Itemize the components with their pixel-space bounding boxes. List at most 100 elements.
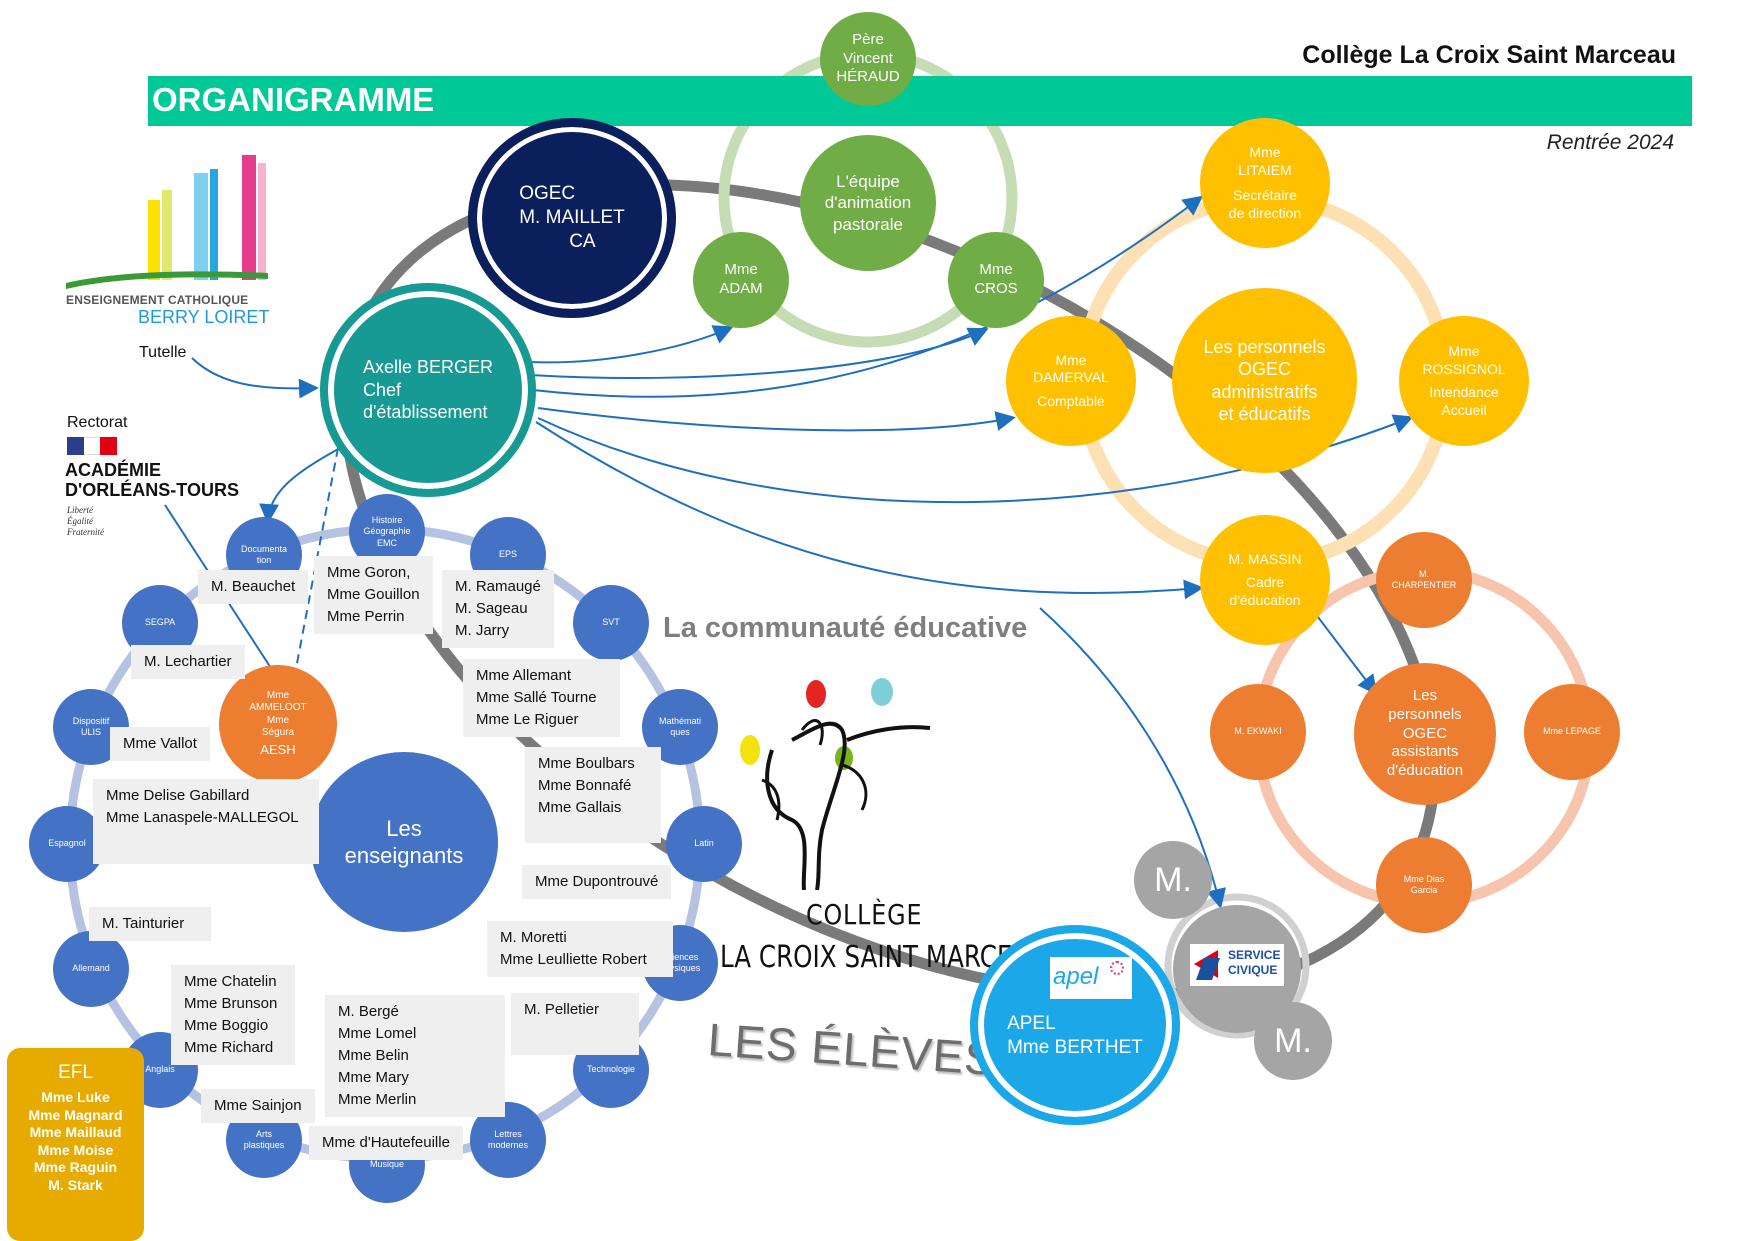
tutelle-label: Tutelle (139, 344, 187, 361)
assistants-line2: personnels (1388, 705, 1462, 723)
charpentier-line2: CHARPENTIER (1391, 580, 1457, 590)
arrow-chef-doc (259, 447, 341, 524)
apel-logo-text: apel (1053, 963, 1099, 990)
service-ring (1164, 893, 1310, 1039)
teacher-lettres-5: Mme Merlin (338, 1091, 417, 1108)
diocese-name: ENSEIGNEMENT CATHOLIQUE (66, 293, 249, 307)
subject-latin-label: Latin (694, 838, 714, 849)
pere-line3: HÉRAUD (836, 68, 900, 86)
teachers-documentation: M. Beauchet (198, 570, 309, 604)
litaiem-line1: Mme (1249, 144, 1281, 160)
m-node-bottom: M. (1254, 1002, 1332, 1080)
flag-blue (67, 437, 84, 455)
teacher-espagnol-2: Mme Lanaspele-MALLEGOL (106, 809, 299, 826)
subject-svt: SVT (573, 585, 649, 661)
assistants-line4: assistants (1391, 743, 1459, 761)
rossignol-text: Mme ROSSIGNOL Intendance Accueil (1422, 343, 1505, 419)
damerval-node: Mme DAMERVAL Comptable (1006, 316, 1136, 446)
subject-eps-label: EPS (498, 549, 517, 560)
teacher-hautefeuille: Mme d'Hautefeuille (322, 1134, 450, 1151)
teacher-histoire-2: Mme Gouillon (327, 586, 420, 603)
subject-arts-line2: plastiques (243, 1140, 285, 1150)
aesh-line4: Ségura (261, 727, 295, 739)
massin-text: M. MASSIN Cadre d'éducation (1228, 551, 1301, 610)
teacher-svt-1: Mme Allemant (476, 667, 572, 684)
subject-espagnol-label: Espagnol (48, 838, 86, 849)
teachers-ulis: Mme Vallot (110, 727, 210, 761)
subject-lettres-line2: modernes (487, 1140, 529, 1150)
massin-node: M. MASSIN Cadre d'éducation (1200, 515, 1330, 645)
teachers-espagnol: Mme Delise Gabillard Mme Lanaspele-MALLE… (93, 779, 319, 864)
subject-histoire-line3: EMC (376, 537, 397, 548)
cros-node: Mme CROS (948, 232, 1044, 328)
arrow-chef-service (1039, 607, 1226, 909)
chef-node: Axelle BERGER Chef d'établissement (320, 283, 536, 497)
teachers-anglais: Mme Chatelin Mme Brunson Mme Boggio Mme … (171, 965, 295, 1065)
chef-role2: d'établissement (362, 402, 488, 423)
enseignants-node: Les enseignants (310, 752, 498, 932)
apel-node: APEL Mme BERTHET apel (970, 925, 1180, 1125)
pastorale-text: L'équipe d'animation pastorale (825, 171, 911, 235)
subject-histoire-line1: Histoire (371, 515, 403, 526)
subject-musique-label: Musique (369, 1159, 405, 1170)
devise-liberte: Liberté (67, 505, 93, 515)
teacher-lettres-2: Mme Lomel (338, 1025, 417, 1042)
efl-name-4: Mme Moise (37, 1141, 114, 1158)
cros-text: Mme CROS (974, 261, 1017, 299)
chef-name: Axelle BERGER (362, 357, 494, 378)
subject-maths-text: Mathémati ques (659, 716, 701, 739)
subject-sciences-line1: Sciences (661, 951, 699, 962)
teacher-lechartier: M. Lechartier (144, 653, 232, 670)
subject-sciences-line2: physiques (659, 963, 701, 973)
teacher-histoire-1: Mme Goron, (327, 564, 411, 581)
teachers-techno: M. Pelletier (511, 993, 639, 1055)
teacher-anglais-2: Mme Brunson (184, 995, 278, 1012)
pere-node: Père Vincent HÉRAUD (820, 12, 916, 106)
teacher-lettres-1: M. Bergé (338, 1003, 399, 1020)
diocese-region: BERRY LOIRET (138, 307, 270, 327)
flag-red (100, 437, 117, 455)
pere-text: Père Vincent HÉRAUD (836, 31, 899, 87)
adam-line1: Mme (724, 261, 758, 279)
massin-line3: d'éducation (1229, 591, 1301, 608)
flag-white (84, 437, 100, 455)
teacher-maths-2: Mme Bonnafé (538, 777, 632, 794)
teacher-sciences-1: M. Moretti (500, 929, 567, 946)
teachers-allemand: M. Tainturier (89, 907, 211, 941)
teacher-pelletier: M. Pelletier (524, 1001, 600, 1018)
teachers-sciences: M. Moretti Mme Leulliette Robert (487, 921, 673, 977)
diocese-logo-mark (66, 155, 268, 289)
apel-line1: APEL (1007, 1013, 1056, 1035)
communaute-label: La communauté éducative (663, 612, 1028, 644)
dias-text: Mme Dias Garcia (1404, 874, 1445, 897)
teacher-espagnol-1: Mme Delise Gabillard (106, 787, 250, 804)
teacher-eps-1: M. Ramaugé (455, 578, 541, 595)
rossignol-line3: Intendance (1429, 384, 1499, 400)
subject-latin: Latin (666, 806, 742, 882)
arrow-chef-adam (527, 325, 734, 364)
assistants-node: Les personnels OGEC assistants d'éducati… (1354, 663, 1496, 805)
teachers-histoire: Mme Goron, Mme Gouillon Mme Perrin (314, 556, 433, 634)
arrow-tutelle (191, 357, 319, 399)
subject-ulis-line1: Dispositif (72, 715, 110, 726)
m-node-top: M. (1134, 841, 1212, 919)
service-civique-node: SERVICE CIVIQUE (1173, 905, 1301, 1033)
efl-name-5: Mme Raguin (33, 1159, 118, 1175)
assistants-line1: Les (1412, 687, 1438, 705)
teacher-eps-3: M. Jarry (455, 622, 510, 639)
subject-lettres-text: Lettres modernes (488, 1129, 528, 1152)
subject-lettres-line1: Lettres (494, 1128, 522, 1139)
apel-logo: apel (1050, 957, 1132, 999)
ekwaki-label: M. EKWAKI (1234, 726, 1282, 737)
assistants-line5: d'éducation (1386, 762, 1464, 780)
assistants-line3: OGEC (1402, 724, 1448, 742)
efl-box: EFL Mme Luke Mme Magnard Mme Maillaud Mm… (7, 1048, 144, 1241)
teacher-lettres-3: Mme Belin (338, 1047, 409, 1064)
rossignol-node: Mme ROSSIGNOL Intendance Accueil (1399, 316, 1529, 446)
subject-svt-label: SVT (602, 617, 620, 628)
admin-center-text: Les personnels OGEC administratifs et éd… (1203, 336, 1325, 426)
ogec-line2: M. MAILLET (519, 207, 625, 229)
aesh-line5: AESH (260, 741, 296, 757)
college-logo-figure (740, 678, 931, 890)
rossignol-line4: Accueil (1441, 401, 1487, 418)
